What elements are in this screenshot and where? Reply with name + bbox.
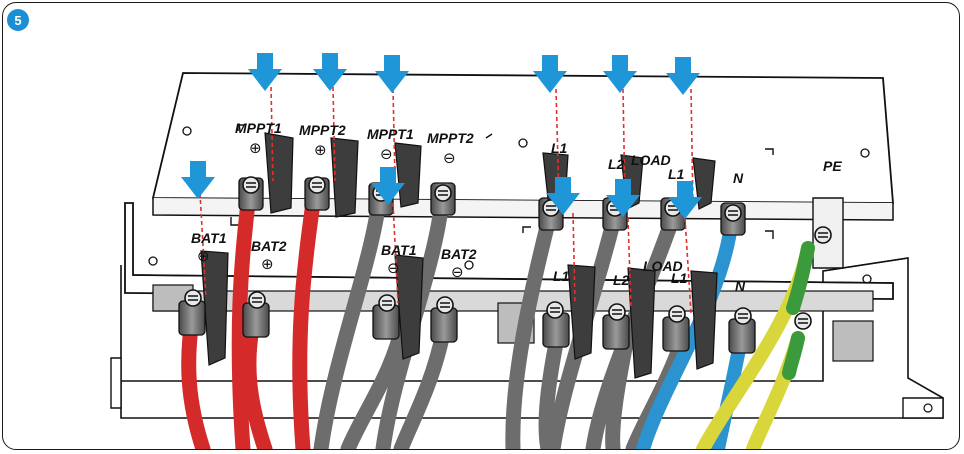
- step-number-badge: 5: [7, 9, 29, 31]
- label-mppt2-neg: MPPT2: [427, 130, 474, 146]
- minus-symbol: ⊖: [380, 145, 393, 163]
- label-bat2-pos: BAT2: [251, 238, 287, 254]
- lower-terminals: [178, 250, 812, 379]
- label-bat1-pos: BAT1: [191, 230, 227, 246]
- terminal-labels: MPPT1 ⊕ MPPT2 ⊕ MPPT1 ⊖ MPPT2 ⊖ BAT1 ⊕ B…: [191, 120, 842, 294]
- label-pe: PE: [823, 158, 842, 174]
- label-bottom-n: N: [735, 278, 746, 294]
- label-mppt1-neg: MPPT1: [367, 126, 414, 142]
- label-l2: L2: [608, 156, 625, 172]
- upper-terminal-cover: [151, 72, 894, 221]
- back-housing: [110, 257, 944, 419]
- label-bottom-load: LOAD: [643, 258, 683, 274]
- label-bottom-l1: L1: [553, 268, 570, 284]
- label-bottom-l1-load: L1: [671, 270, 688, 286]
- label-l1-load: L1: [668, 166, 685, 182]
- label-load: LOAD: [631, 152, 671, 168]
- minus-symbol: ⊖: [443, 149, 456, 167]
- label-bat2-neg: BAT2: [441, 246, 477, 262]
- label-n: N: [733, 170, 744, 186]
- label-bottom-l2: L2: [613, 272, 630, 288]
- minus-symbol: ⊖: [387, 259, 400, 277]
- label-mppt1-pos: MPPT1: [235, 120, 282, 136]
- minus-symbol: ⊖: [451, 263, 464, 281]
- label-bat1-neg: BAT1: [381, 242, 417, 258]
- lower-terminal-cover: [124, 202, 894, 300]
- label-mppt2-pos: MPPT2: [299, 122, 346, 138]
- wiring-diagram: MPPT1 ⊕ MPPT2 ⊕ MPPT1 ⊖ MPPT2 ⊖ BAT1 ⊕ B…: [110, 53, 944, 449]
- plus-symbol: ⊕: [249, 139, 262, 157]
- plus-symbol: ⊕: [261, 255, 274, 273]
- pe-bracket: [812, 197, 844, 269]
- plus-symbol: ⊕: [197, 247, 210, 265]
- label-l1: L1: [551, 140, 568, 156]
- plus-symbol: ⊕: [314, 141, 327, 159]
